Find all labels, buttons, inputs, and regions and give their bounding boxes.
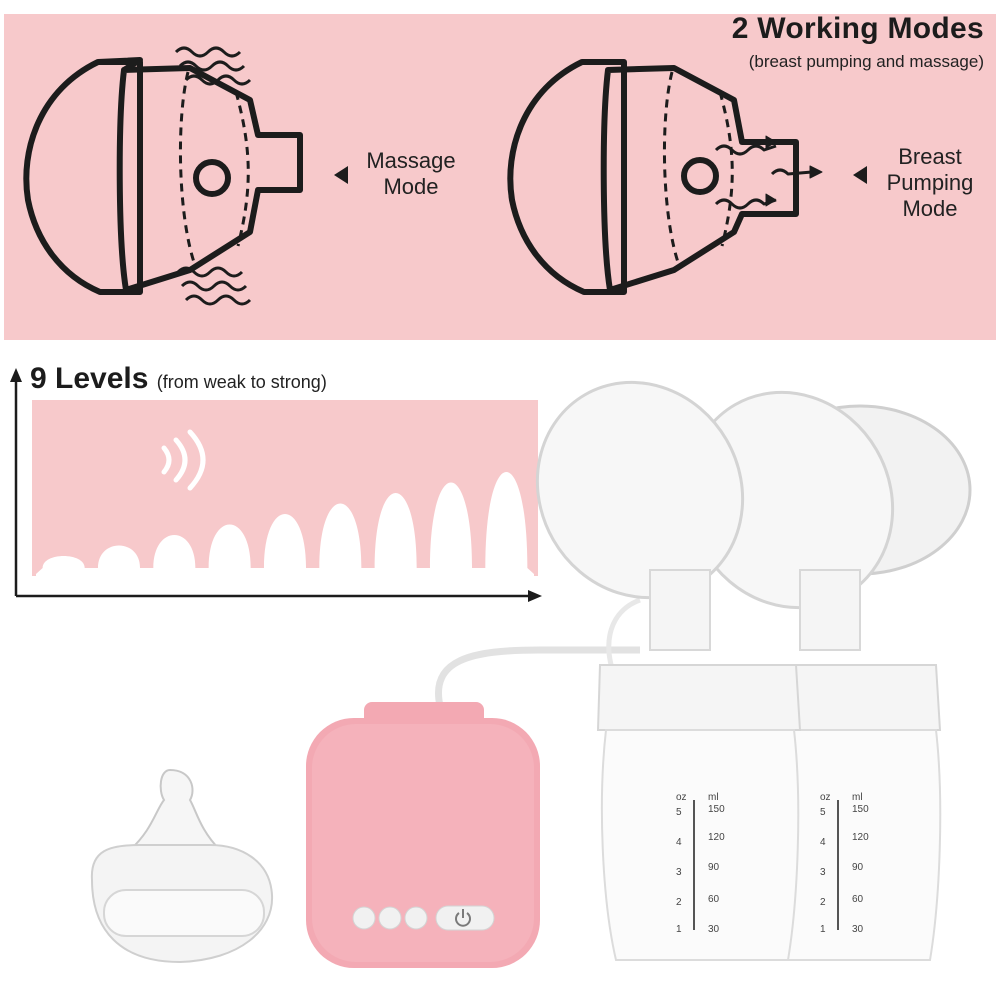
scale-right-unit-ml: ml <box>852 792 863 803</box>
massage-mode-label-line1: Massage <box>366 148 456 173</box>
scale-left-ml-60: 60 <box>708 894 720 905</box>
scale-left-unit-ml: ml <box>708 792 719 803</box>
pumping-mode-label: Breast Pumping Mode <box>870 144 990 222</box>
bottle-scale-left: oz ml 5 4 3 2 1 150 120 90 60 30 <box>676 792 725 935</box>
mode-button[interactable] <box>378 906 402 930</box>
scale-right-ml-60: 60 <box>852 894 864 905</box>
levels-y-arrow-icon <box>10 368 22 382</box>
bottle-scale-right: oz ml 5 4 3 2 1 150 120 90 60 30 <box>820 792 869 935</box>
air-tube <box>435 646 640 707</box>
power-icon <box>455 909 471 927</box>
scale-right-unit-oz: oz <box>820 792 831 803</box>
power-button[interactable] <box>435 905 495 931</box>
scale-right-oz-4: 4 <box>820 837 826 848</box>
pumping-mode-label-line2: Pumping <box>886 170 974 195</box>
scale-right-ml-120: 120 <box>852 832 869 843</box>
motor-unit-buttons <box>352 905 495 931</box>
scale-right-oz-3: 3 <box>820 867 826 878</box>
scale-left-unit-oz: oz <box>676 792 687 803</box>
scale-right-ml-90: 90 <box>852 862 864 873</box>
scale-left-oz-1: 1 <box>676 924 682 935</box>
levels-subtitle: (from weak to strong) <box>156 372 327 392</box>
bottle-teat <box>90 768 274 964</box>
levels-chart <box>10 368 542 602</box>
scale-left-ml-30: 30 <box>708 924 720 935</box>
breast-pump-left <box>535 380 802 961</box>
scale-left-oz-2: 2 <box>676 897 682 908</box>
motor-unit <box>306 702 540 968</box>
massage-mode-label-line2: Mode <box>383 174 439 199</box>
levels-title-text: 9 Levels <box>30 362 149 395</box>
level-up-button[interactable] <box>404 906 428 930</box>
scale-right-ml-150: 150 <box>852 804 869 815</box>
pumping-pointer-icon <box>853 166 867 184</box>
pumping-mode-diagram <box>507 59 823 295</box>
levels-wave <box>36 472 534 576</box>
scale-right-oz-2: 2 <box>820 897 826 908</box>
scale-right-oz-1: 1 <box>820 924 826 935</box>
scale-left-oz-4: 4 <box>676 837 682 848</box>
scale-right-oz-5: 5 <box>820 807 826 818</box>
scale-left-oz-5: 5 <box>676 807 682 818</box>
pumping-mode-label-line3: Mode <box>902 196 958 221</box>
scale-left-ml-150: 150 <box>708 804 725 815</box>
massage-pointer-icon <box>334 166 348 184</box>
level-down-button[interactable] <box>352 906 376 930</box>
scale-right-ml-30: 30 <box>852 924 864 935</box>
working-modes-title: 2 Working Modes <box>731 12 984 45</box>
levels-x-arrow-icon <box>528 590 542 602</box>
levels-title: 9 Levels (from weak to strong) <box>30 362 327 396</box>
working-modes-subtitle: (breast pumping and massage) <box>748 52 984 71</box>
scale-left-oz-3: 3 <box>676 867 682 878</box>
massage-mode-label: Massage Mode <box>356 148 466 200</box>
pumping-mode-label-line1: Breast <box>898 144 962 169</box>
vibration-icon <box>161 429 206 491</box>
scale-left-ml-90: 90 <box>708 862 720 873</box>
massage-mode-diagram <box>23 46 303 306</box>
scale-left-ml-120: 120 <box>708 832 725 843</box>
working-modes-diagrams <box>23 46 823 306</box>
